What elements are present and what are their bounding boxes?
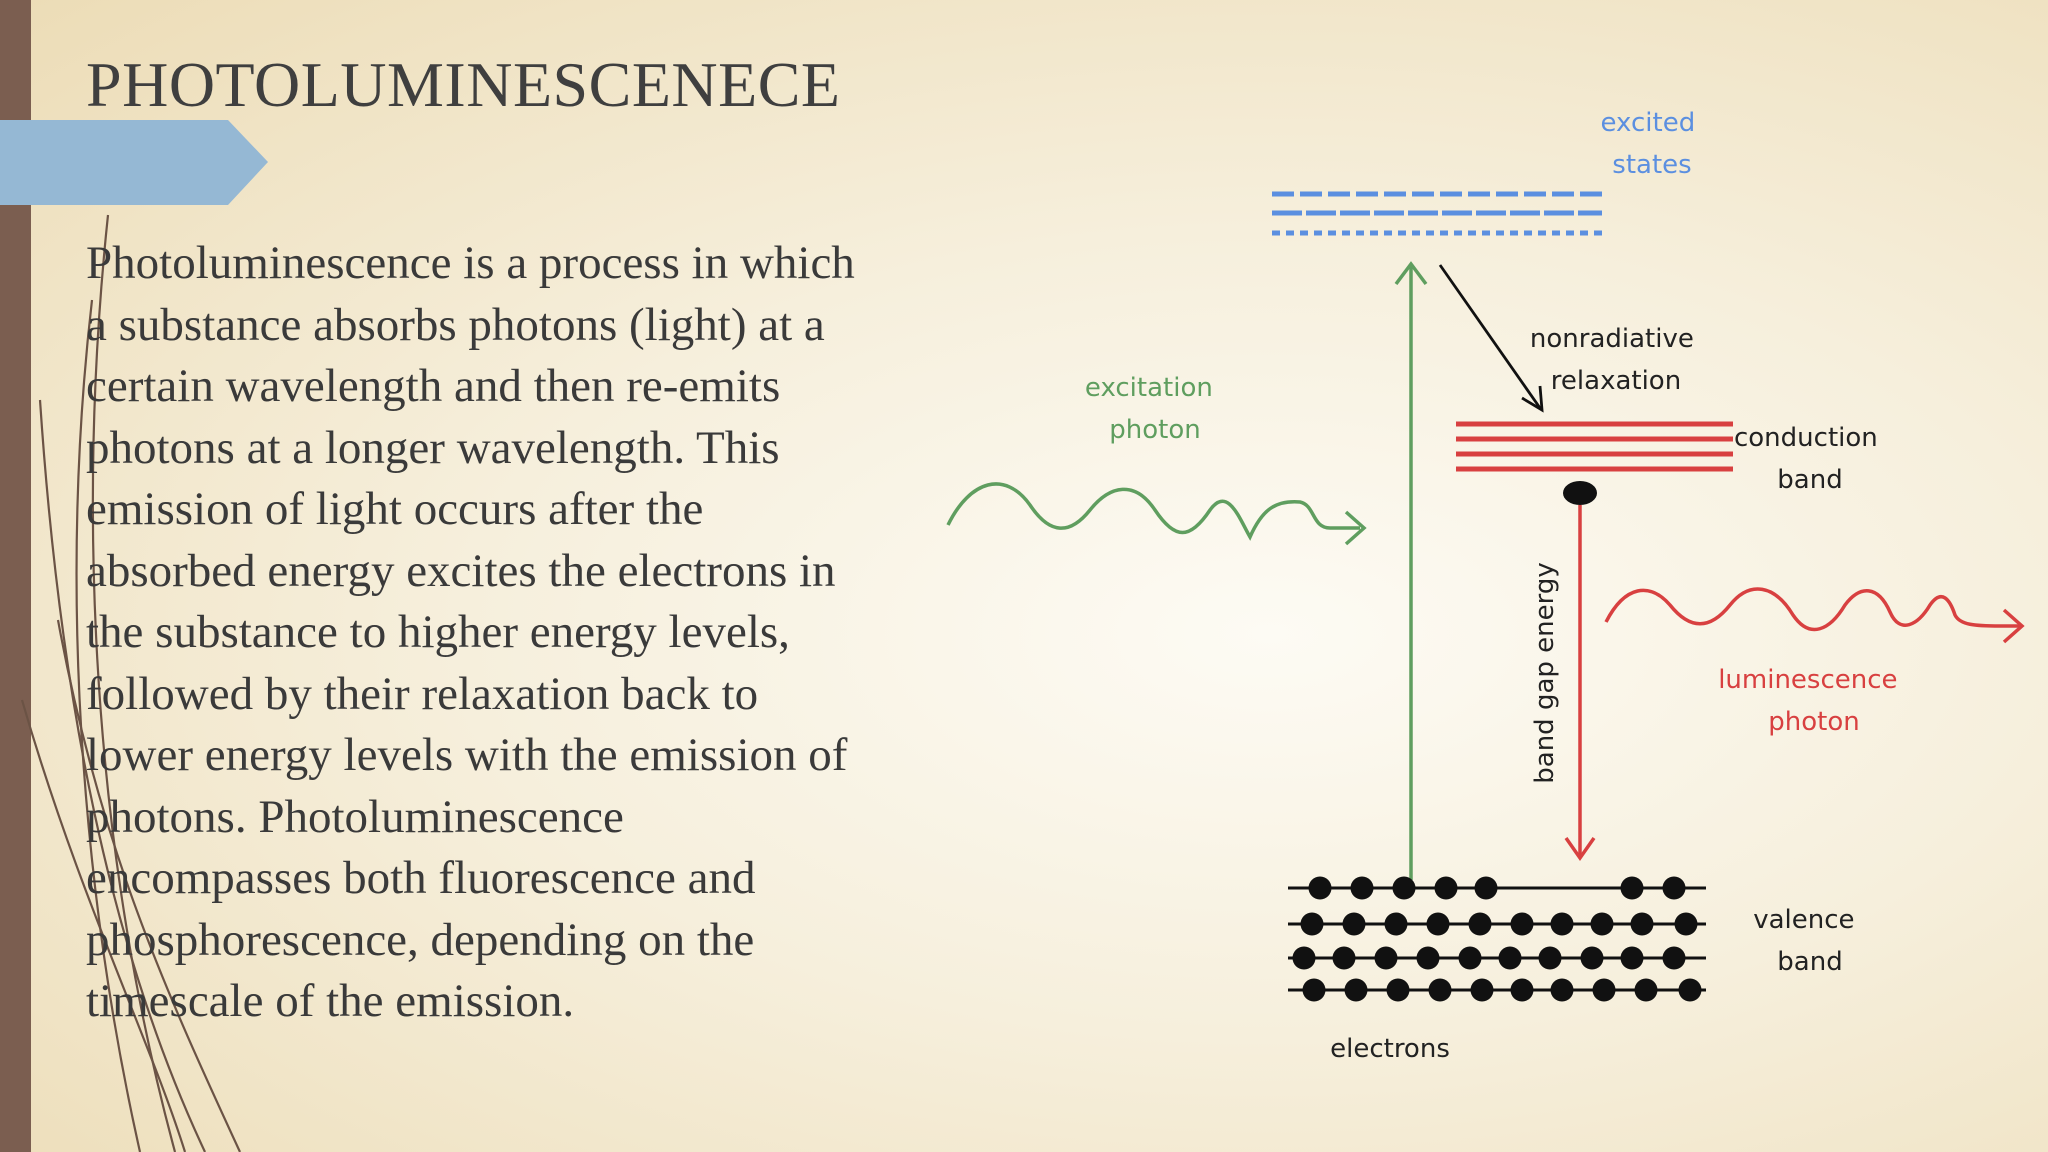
title-accent-arrow [0,120,268,205]
excitation-photon-label: excitation photon [1085,373,1221,445]
conduction-band-lines [1456,421,1733,472]
nonradiative-label: nonradiative relaxation [1530,324,1702,396]
body-line: lower energy levels with the emission of [86,729,848,781]
body-line: emission of light occurs after the [86,483,704,535]
body-line: absorbed energy excites the electrons in [86,544,836,597]
body-line: photons at a longer wavelength. This [86,421,780,474]
excitation-photon-arrowhead [1344,510,1367,546]
conduction-band-label: conduction band [1734,423,1886,495]
body-line: followed by their relaxation back to [86,667,759,720]
body-line: timescale of the emission. [86,975,575,1027]
electrons-label: electrons [1330,1034,1450,1064]
body-line: photons. Photoluminescence [86,790,624,843]
valence-band-label: valence band [1753,905,1863,977]
nonradiative-arrow [1438,264,1544,413]
body-paragraph: Photoluminescence is a process in which … [86,233,966,1033]
body-line: a substance absorbs photons (light) at a [86,298,825,351]
excited-states-label: excited states [1601,108,1704,180]
body-line: phosphorescence, depending on the [86,913,755,966]
excited-states-levels [1272,191,1602,236]
body-line: encompasses both fluorescence and [86,852,756,904]
body-line: Photoluminescence is a process in which [86,237,855,289]
valence-electrons [1292,876,1702,1002]
emission-arrow [1564,505,1596,862]
valence-band-lines [1288,886,1706,992]
luminescence-photon-arrowhead [2002,608,2025,644]
excitation-photon-wave [946,482,1360,541]
band-gap-label: band gap energy [1530,562,1560,783]
excited-electron [1563,481,1597,505]
luminescence-photon-wave [1604,587,2020,632]
body-line: the substance to higher energy levels, [86,606,790,658]
body-line: certain wavelength and then re-emits [86,360,781,412]
page-title: PHOTOLUMINESCENECE [86,49,841,120]
luminescence-photon-label: luminescence photon [1718,665,1906,737]
photoluminescence-diagram: excited states nonradiative relaxation e… [946,108,2025,1064]
excitation-arrow [1394,261,1428,880]
